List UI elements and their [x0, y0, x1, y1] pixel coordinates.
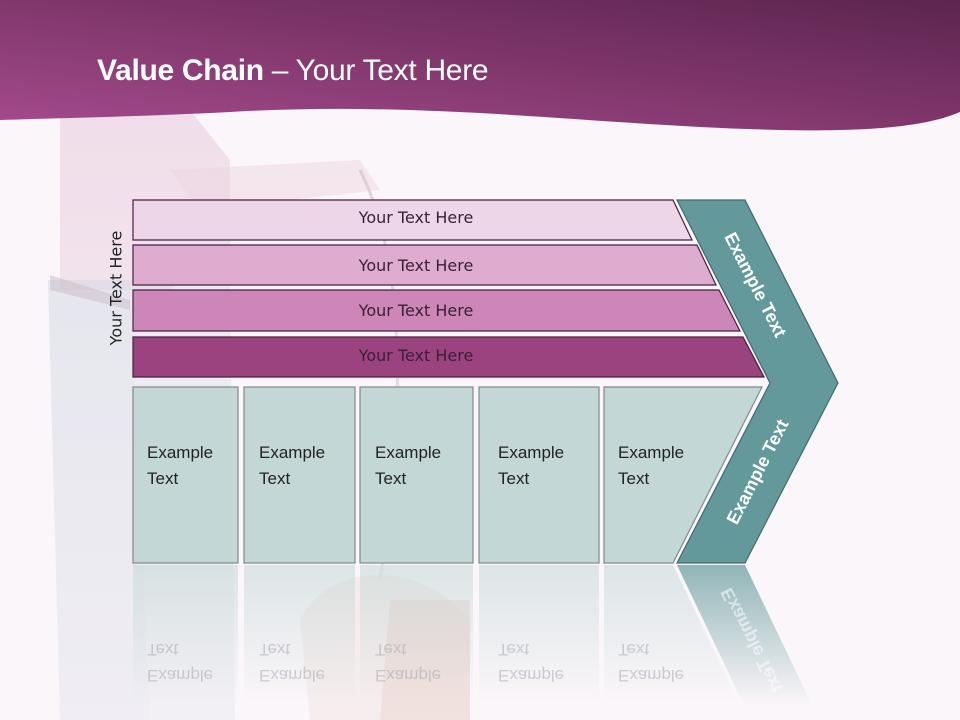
label-line: Example: [375, 443, 442, 462]
column-reflection-text: Example Text: [375, 636, 441, 688]
label-line: Text: [618, 469, 650, 488]
title-bold: Value Chain: [97, 54, 264, 87]
label-line: Text: [498, 640, 530, 659]
column-reflection: [244, 565, 355, 705]
support-bar-4[interactable]: [132, 336, 765, 378]
primary-column-5[interactable]: [603, 386, 763, 564]
column-reflection: [479, 565, 599, 705]
column-reflection-text: Example Text: [618, 636, 684, 688]
margin-chevron[interactable]: [676, 199, 839, 564]
chevron-reflection: [677, 565, 812, 705]
label-line: Text: [618, 640, 650, 659]
label-line: Text: [147, 640, 179, 659]
label-line: Example: [618, 443, 685, 462]
primary-column-3-label: Example Text: [375, 440, 441, 492]
primary-column-2[interactable]: [243, 386, 356, 564]
column-reflection: [133, 565, 238, 705]
support-bar-1-label: Your Text Here: [358, 208, 474, 227]
support-bar-3-label: Your Text Here: [358, 301, 474, 320]
support-bar-2-label: Your Text Here: [358, 256, 474, 275]
label-line: Example: [259, 666, 326, 685]
primary-column-4-label: Example Text: [498, 440, 564, 492]
support-bar-4-label: Your Text Here: [358, 346, 474, 365]
support-bar-2[interactable]: [132, 244, 717, 286]
column-reflection-text: Example Text: [147, 636, 213, 688]
primary-column-2-label: Example Text: [259, 440, 325, 492]
primary-column-1[interactable]: [132, 386, 239, 564]
column-reflection: [604, 565, 740, 705]
column-reflection: [360, 565, 473, 705]
label-line: Example: [498, 666, 565, 685]
support-activities-label: Your Text Here: [106, 230, 126, 346]
label-line: Example: [147, 666, 214, 685]
column-reflection-text: Example Text: [259, 636, 325, 688]
label-line: Text: [259, 640, 291, 659]
label-line: Text: [375, 469, 407, 488]
label-line: Example: [618, 666, 685, 685]
support-bar-1[interactable]: [132, 199, 693, 241]
header-banner: [0, 0, 960, 131]
label-line: Example: [259, 443, 326, 462]
label-line: Text: [259, 469, 291, 488]
label-line: Text: [147, 469, 179, 488]
slide-title: Value Chain – Your Text Here: [97, 54, 489, 88]
label-line: Example: [375, 666, 442, 685]
label-line: Example: [498, 443, 565, 462]
primary-column-1-label: Example Text: [147, 440, 213, 492]
label-line: Text: [375, 640, 407, 659]
label-line: Text: [498, 469, 530, 488]
primary-column-3[interactable]: [359, 386, 474, 564]
support-bar-3[interactable]: [132, 289, 741, 332]
column-reflection-text: Example Text: [498, 636, 564, 688]
primary-column-4[interactable]: [478, 386, 600, 564]
label-line: Example: [147, 443, 214, 462]
title-rest: – Your Text Here: [263, 54, 489, 87]
primary-column-5-label: Example Text: [618, 440, 684, 492]
